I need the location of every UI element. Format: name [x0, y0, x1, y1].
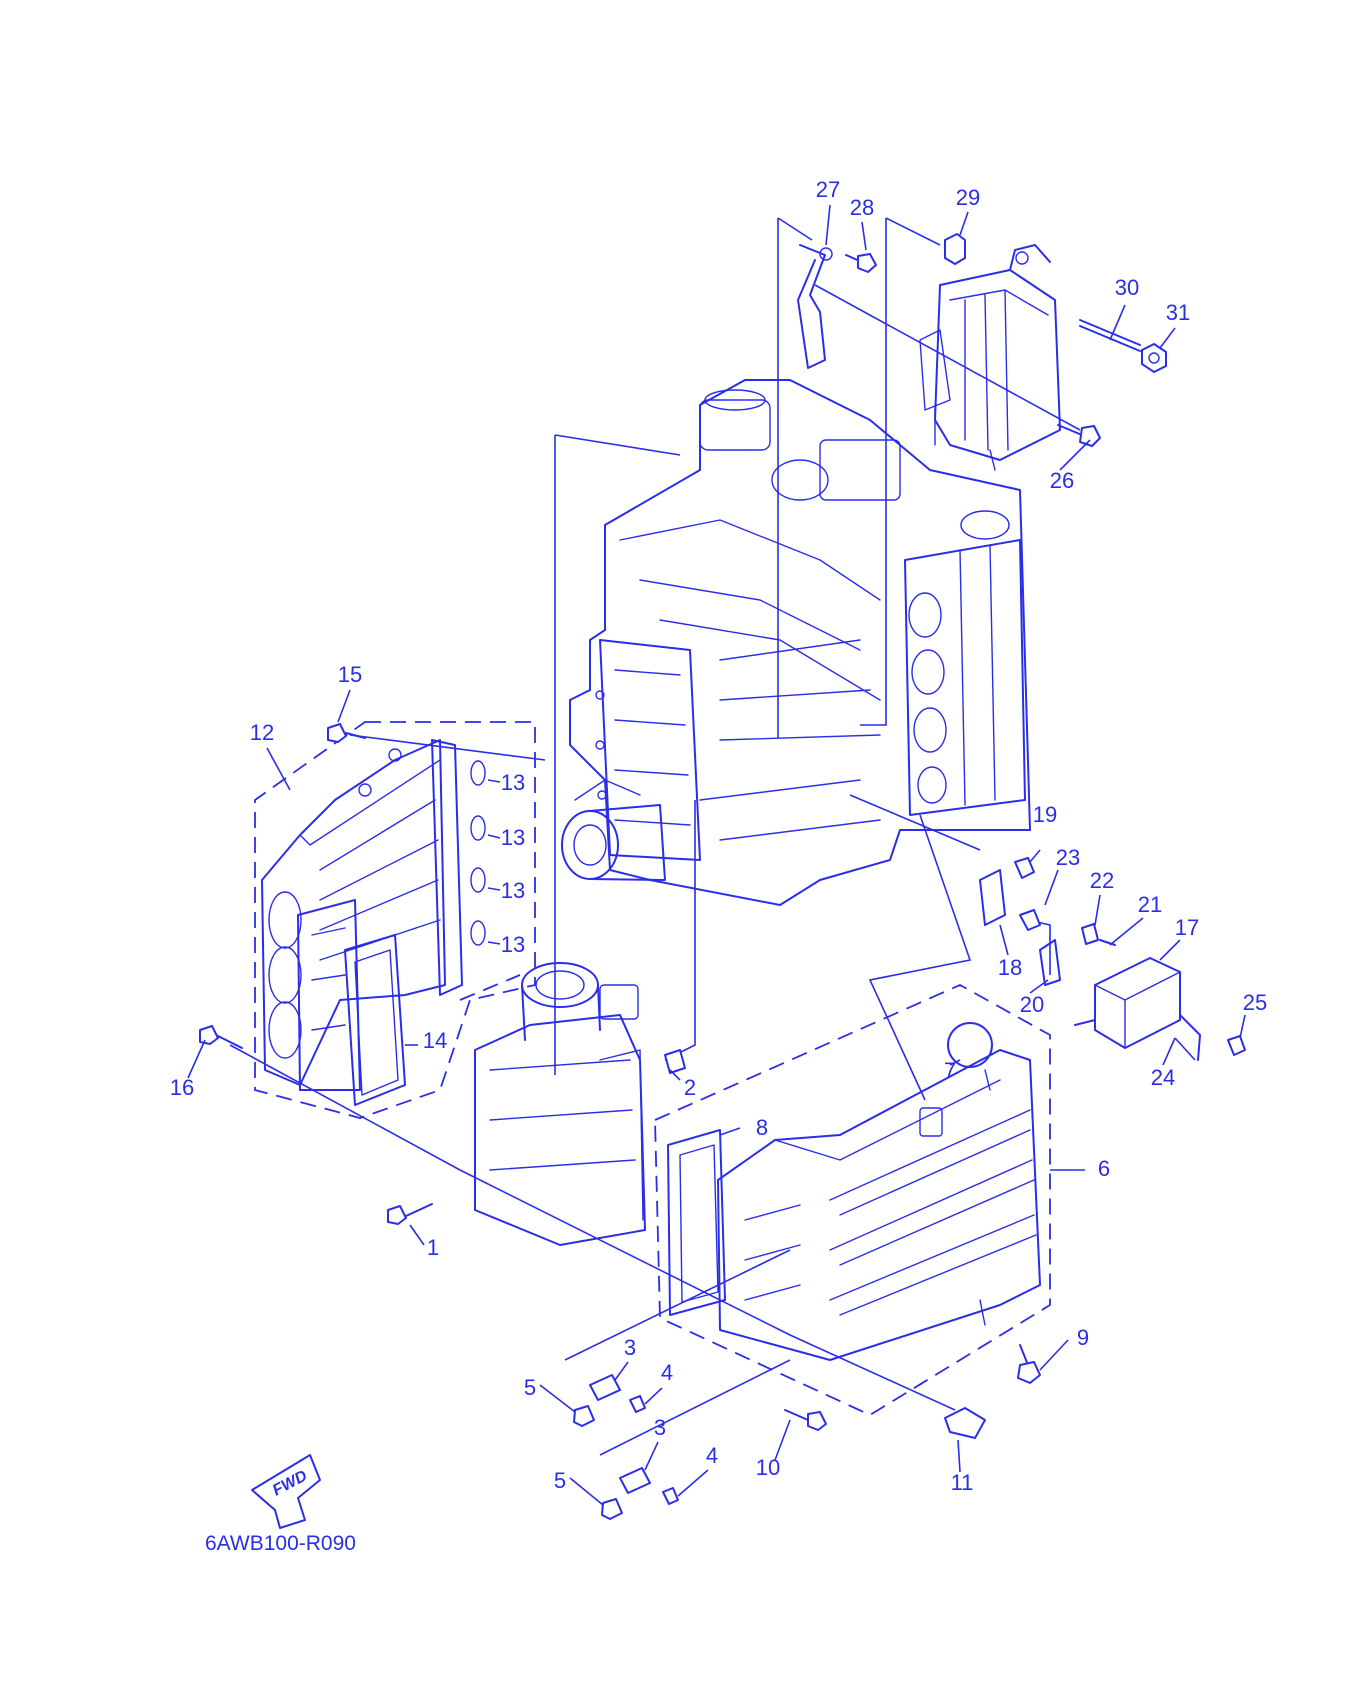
callout-3a: 3	[624, 1335, 636, 1360]
callout-30: 30	[1115, 275, 1139, 300]
clamp-hardware	[573, 1374, 679, 1520]
callout-7: 7	[944, 1058, 956, 1083]
callout-2: 2	[684, 1075, 696, 1100]
callout-4b: 4	[706, 1443, 718, 1468]
callout-20: 20	[1020, 992, 1044, 1017]
callout-13b: 13	[501, 825, 525, 850]
throttle-body	[474, 962, 686, 1246]
callout-12: 12	[250, 720, 274, 745]
engine-block	[561, 379, 1031, 906]
intake-manifold-right	[667, 1022, 1041, 1439]
callout-4a: 4	[661, 1360, 673, 1385]
callout-28: 28	[850, 195, 874, 220]
fwd-arrow-icon: FWD	[251, 1454, 321, 1529]
callout-23: 23	[1056, 845, 1080, 870]
callout-19: 19	[1033, 802, 1057, 827]
callout-15: 15	[338, 662, 362, 687]
callout-21: 21	[1138, 892, 1162, 917]
callout-17: 17	[1175, 915, 1199, 940]
callout-25: 25	[1243, 990, 1267, 1015]
intake-manifold-left	[199, 723, 486, 1106]
bracket-27	[797, 244, 877, 369]
callout-14: 14	[423, 1028, 447, 1053]
callout-labels: 1 2 3 3 4 4 5 5 6 7 8 9 10 11 12 13 13 1…	[170, 177, 1267, 1495]
bracket-hardware-right	[979, 857, 1246, 1061]
callout-leaders	[187, 204, 1246, 1506]
callout-5a: 5	[524, 1375, 536, 1400]
callout-3b: 3	[654, 1415, 666, 1440]
fwd-label: FWD	[270, 1467, 311, 1499]
callout-27: 27	[816, 177, 840, 202]
dashed-assembly-lines	[254, 721, 1051, 1417]
callout-1: 1	[427, 1235, 439, 1260]
drawing-code: 6AWB100-R090	[205, 1532, 356, 1555]
callout-31: 31	[1166, 300, 1190, 325]
fuel-filter-assembly	[919, 233, 1167, 471]
callout-10: 10	[756, 1455, 780, 1480]
callout-18: 18	[998, 955, 1022, 980]
callout-22: 22	[1090, 868, 1114, 893]
callout-13a: 13	[501, 770, 525, 795]
callout-24: 24	[1151, 1065, 1175, 1090]
assembly-leader-lines	[229, 217, 1196, 1456]
callout-5b: 5	[554, 1468, 566, 1493]
callout-16: 16	[170, 1075, 194, 1100]
bolt-1	[387, 1203, 433, 1225]
callout-6: 6	[1098, 1156, 1110, 1181]
callout-8: 8	[756, 1115, 768, 1140]
callout-9: 9	[1077, 1325, 1089, 1350]
callout-26: 26	[1050, 468, 1074, 493]
callout-13c: 13	[501, 878, 525, 903]
callout-11: 11	[951, 1470, 974, 1495]
callout-13d: 13	[501, 932, 525, 957]
callout-29: 29	[956, 185, 980, 210]
